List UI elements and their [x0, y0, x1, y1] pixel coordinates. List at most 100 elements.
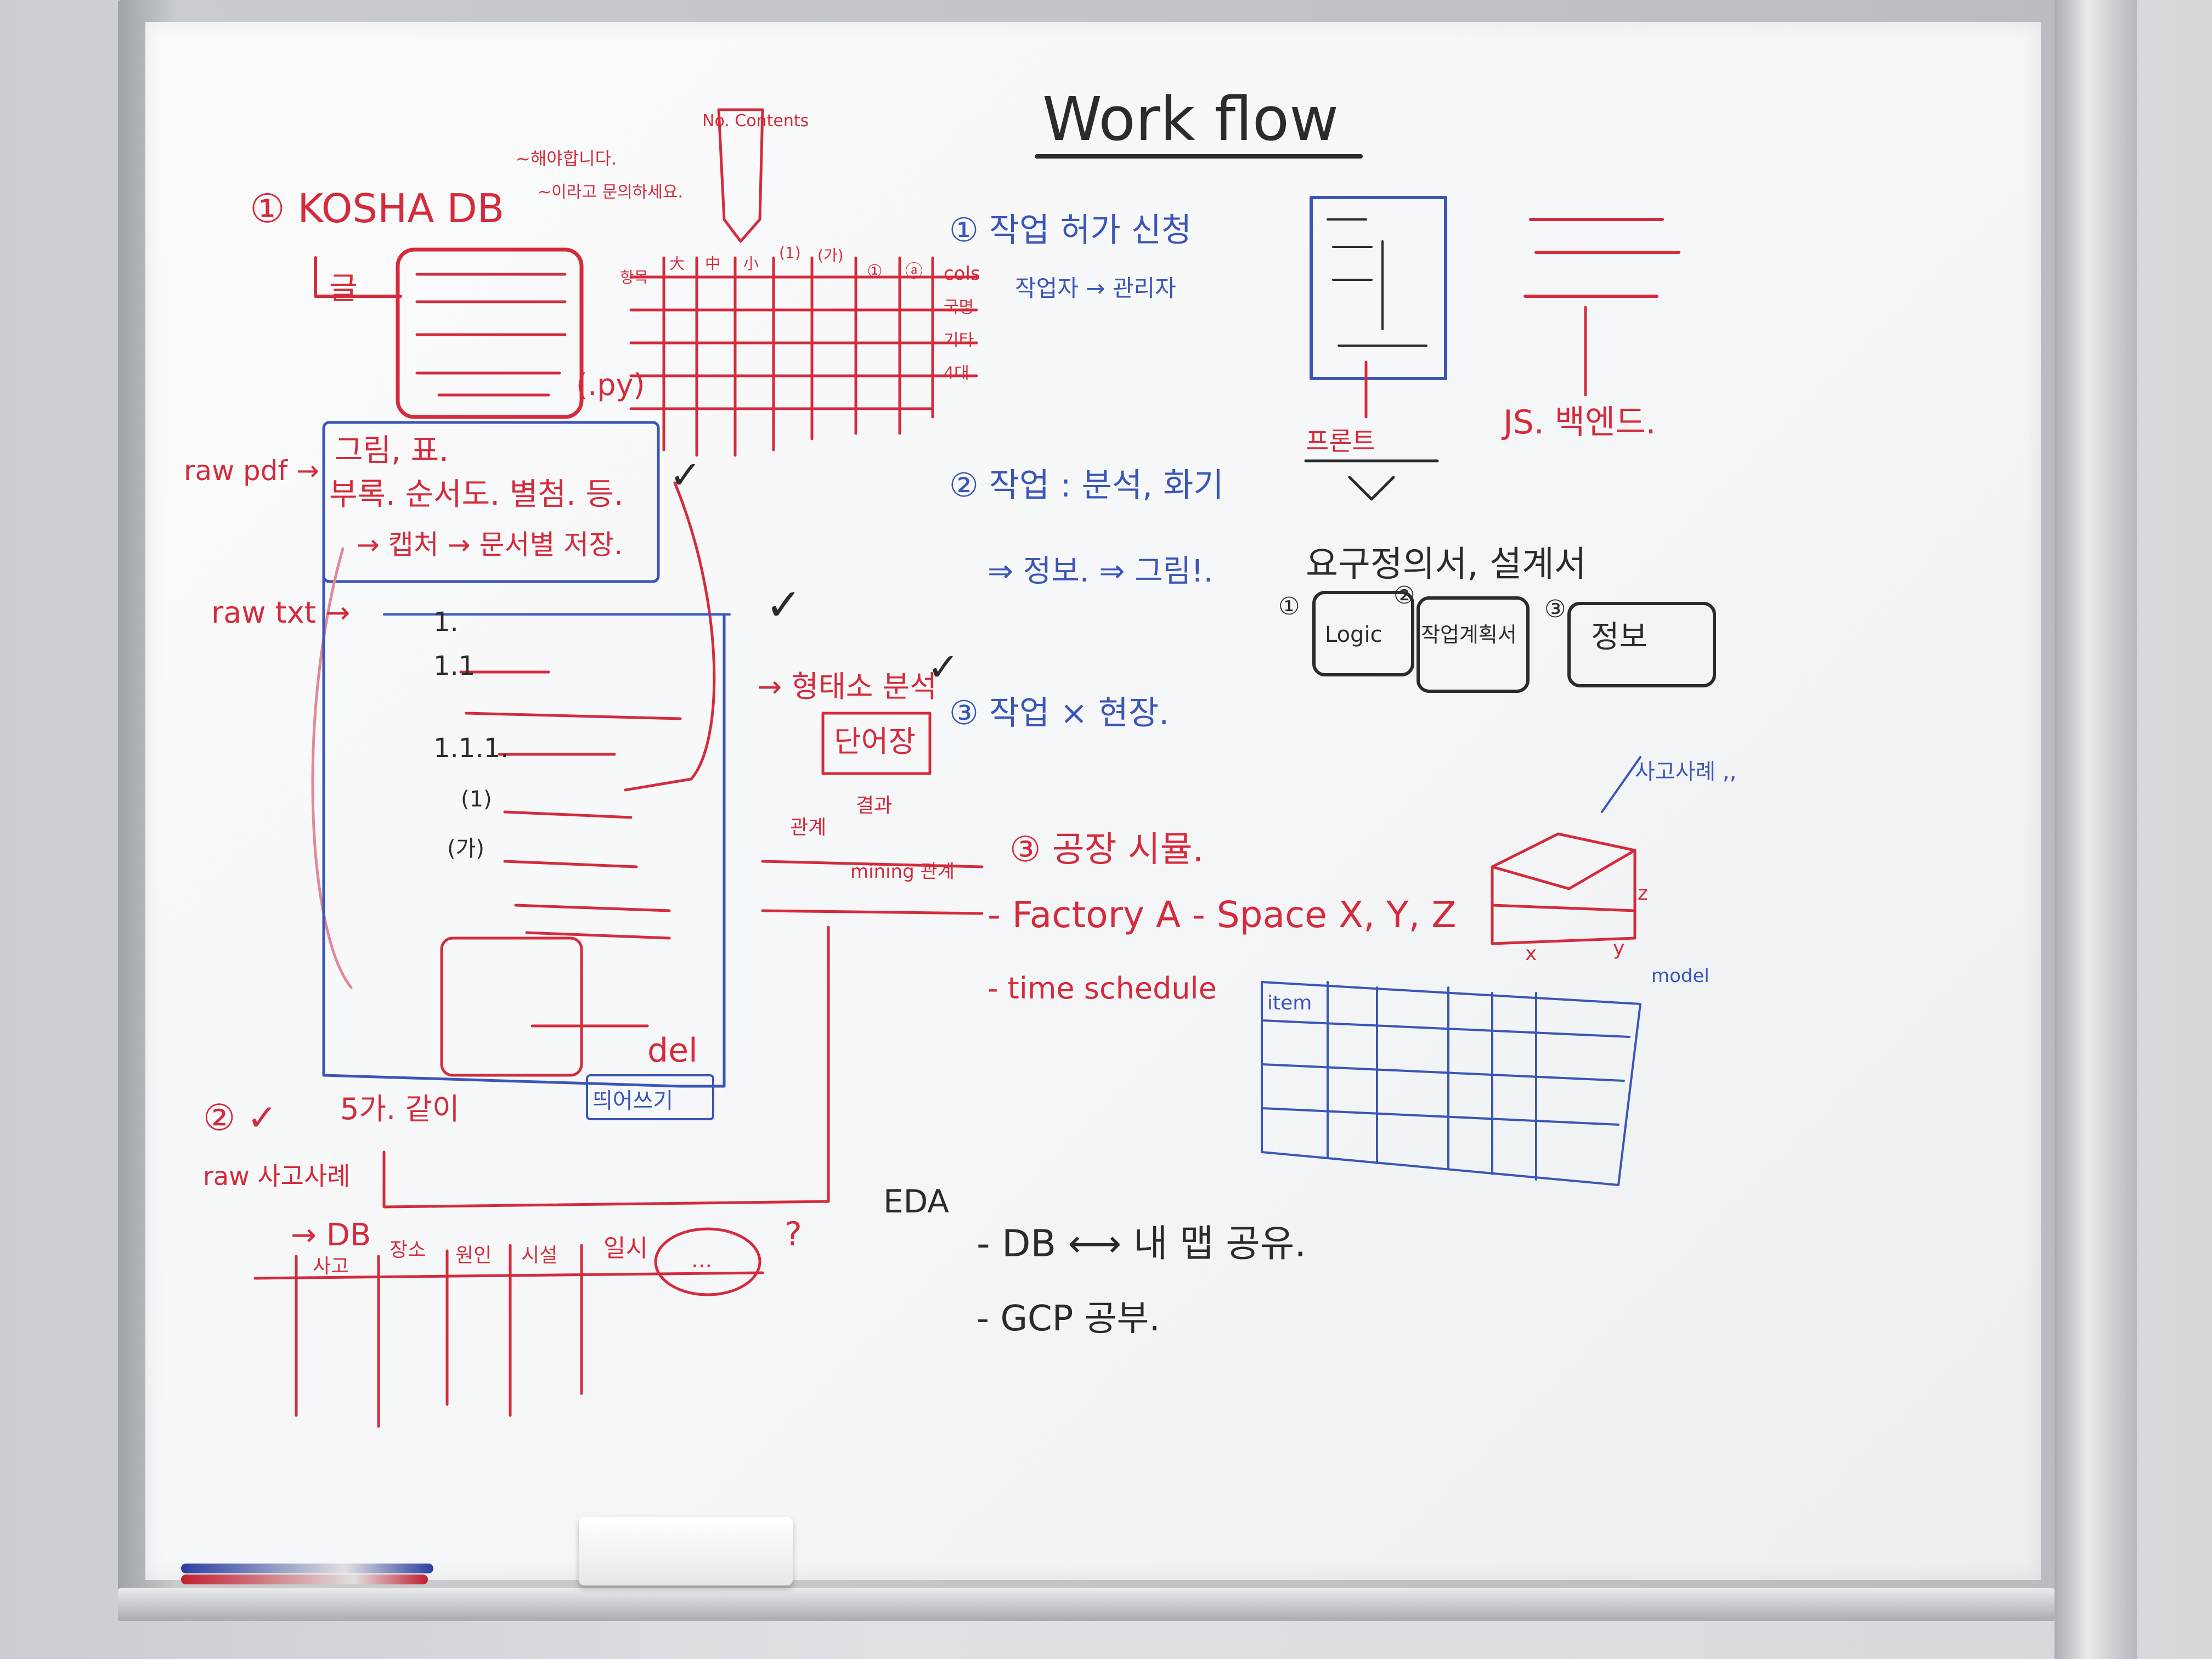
table-right-2: 기타 — [944, 331, 974, 350]
box-num-1: ② — [1393, 582, 1415, 610]
red-marker[interactable] — [181, 1575, 428, 1584]
table-col-1: 大 — [669, 255, 685, 273]
kosha-heading: ① KOSHA DB — [250, 185, 504, 232]
kosha-note-mid: ~이라고 문의하세요. — [538, 183, 683, 202]
schedule-table-head: item — [1267, 992, 1312, 1014]
box-logic: Logic — [1325, 622, 1383, 647]
checkmark-1: ✓ — [765, 579, 802, 630]
txt-lines — [459, 670, 682, 940]
factory-line1: - Factory A - Space X, Y, Z — [988, 894, 1457, 936]
accident-table — [253, 1227, 764, 1428]
raw-txt-label: raw txt → — [211, 595, 350, 630]
db-col-2: 원인 — [455, 1244, 492, 1267]
docs-label: 요구정의서, 설계서 — [1306, 544, 1587, 585]
kosha-table-grid — [629, 256, 978, 457]
marker-tray — [118, 1588, 2055, 1621]
db-col-4: 일시 — [603, 1234, 648, 1262]
workflow-doc — [1310, 196, 1447, 380]
py-label: (.py) — [576, 368, 645, 402]
del-note: 띄어쓰기 — [592, 1088, 673, 1114]
wall-post — [2055, 0, 2137, 1659]
pink-bracket — [311, 547, 353, 989]
factory-3d-sketch — [1491, 832, 1637, 945]
pdf-line-1: 부록. 순서도. 별첨. 등. — [329, 477, 624, 512]
factory-heading: ③ 공장 시뮬. — [1009, 830, 1204, 870]
table-col-7: ⓐ — [905, 261, 923, 281]
del-box — [440, 936, 583, 1077]
mining-label: mining 관계 — [850, 861, 955, 883]
raw-txt-frame — [322, 574, 726, 1088]
blue-marker[interactable] — [181, 1564, 433, 1573]
table-col-4: (1) — [779, 244, 801, 262]
table-right-0: cols — [944, 263, 980, 285]
workflow-step1-sub: 작업자 → 관리자 — [1015, 275, 1176, 302]
case-link — [382, 926, 830, 1209]
table-col-0: 항목 — [620, 268, 648, 286]
del-label: del — [647, 1031, 698, 1070]
schedule-table — [1261, 981, 1641, 1186]
contents-note: No. Contents — [702, 111, 809, 131]
axis-y: y — [1613, 937, 1624, 960]
checkmark-2: ✓ — [927, 645, 960, 690]
db-question: ? — [785, 1215, 802, 1254]
db-col-3: 시설 — [521, 1244, 557, 1267]
table-col-5: (가) — [817, 246, 844, 264]
section2-note: 5가. 같이 — [340, 1092, 460, 1126]
txt-line-0: 1. — [433, 607, 459, 637]
pdf-line-2: → 캡처 → 문서별 저장. — [357, 529, 623, 561]
box-plan: 작업계획서 — [1421, 623, 1517, 647]
backend-lines — [1523, 218, 1680, 298]
box-num-2: ③ — [1544, 595, 1566, 623]
factory-line2: - time schedule — [988, 971, 1217, 1006]
table-right-1: 국명 — [944, 298, 974, 317]
curve-arrow — [624, 481, 716, 792]
workflow-step3: ③ 작업 × 현장. — [949, 694, 1169, 732]
txt-line-4: (가) — [447, 836, 484, 861]
logic-box — [1312, 591, 1414, 676]
raw-case-label: raw 사고사례 — [203, 1161, 351, 1191]
bottom-line1: - DB ⟷ 내 맵 공유. — [977, 1222, 1306, 1266]
db-ellipsis: ... — [691, 1248, 712, 1273]
eda-label: EDA — [883, 1183, 949, 1220]
section2-left-label: ② ✓ — [203, 1097, 277, 1139]
txt-line-1: 1.1 — [433, 651, 475, 681]
table-col-3: 小 — [743, 255, 759, 273]
info-box — [1567, 602, 1716, 687]
relation-label: 관계 — [790, 816, 826, 839]
txt-line-3: (1) — [461, 787, 492, 812]
table-right-3: 4대 — [944, 364, 969, 383]
doc-lines — [415, 273, 567, 397]
table-col-6: ① — [867, 261, 883, 281]
vocab-label: 단어장 — [834, 724, 916, 759]
contents-arrow — [717, 108, 764, 243]
txt-line-2: 1.1.1. — [433, 733, 509, 764]
bottom-line2: - GCP 공부. — [977, 1299, 1160, 1339]
raw-pdf-label: raw pdf → — [184, 455, 319, 487]
vocab-note: 결과 — [856, 794, 892, 817]
workflow-step1: ① 작업 허가 신청 — [949, 211, 1192, 250]
kosha-note-top: ~해야합니다. — [516, 148, 617, 169]
db-col-0: 사고 — [313, 1255, 349, 1278]
case-note: 사고사례 ,, — [1635, 759, 1736, 785]
box-num-0: ① — [1278, 592, 1300, 620]
board-eraser[interactable] — [579, 1517, 793, 1585]
kosha-doc-sketch — [396, 247, 584, 419]
whiteboard-surface — [145, 22, 2041, 1580]
table-col-2: 中 — [705, 255, 720, 273]
workflow-step2: ② 작업 : 분석, 화기 — [949, 466, 1224, 505]
db-col-1: 장소 — [390, 1239, 426, 1261]
js-label: JS. 백엔드. — [1501, 403, 1656, 442]
model-label: model — [1651, 965, 1709, 987]
plan-box — [1417, 596, 1530, 693]
pdf-line-0: 그림, 표. — [335, 433, 449, 469]
morph-label: → 형태소 분석 — [757, 669, 937, 704]
db-label: → DB — [291, 1217, 371, 1253]
vocab-box — [821, 712, 932, 775]
checkmark-0: ✓ — [669, 453, 702, 498]
axis-x: x — [1525, 943, 1537, 965]
front-label: 프론트 — [1306, 426, 1375, 456]
kosha-branch — [314, 256, 402, 298]
axis-z: z — [1638, 882, 1648, 905]
